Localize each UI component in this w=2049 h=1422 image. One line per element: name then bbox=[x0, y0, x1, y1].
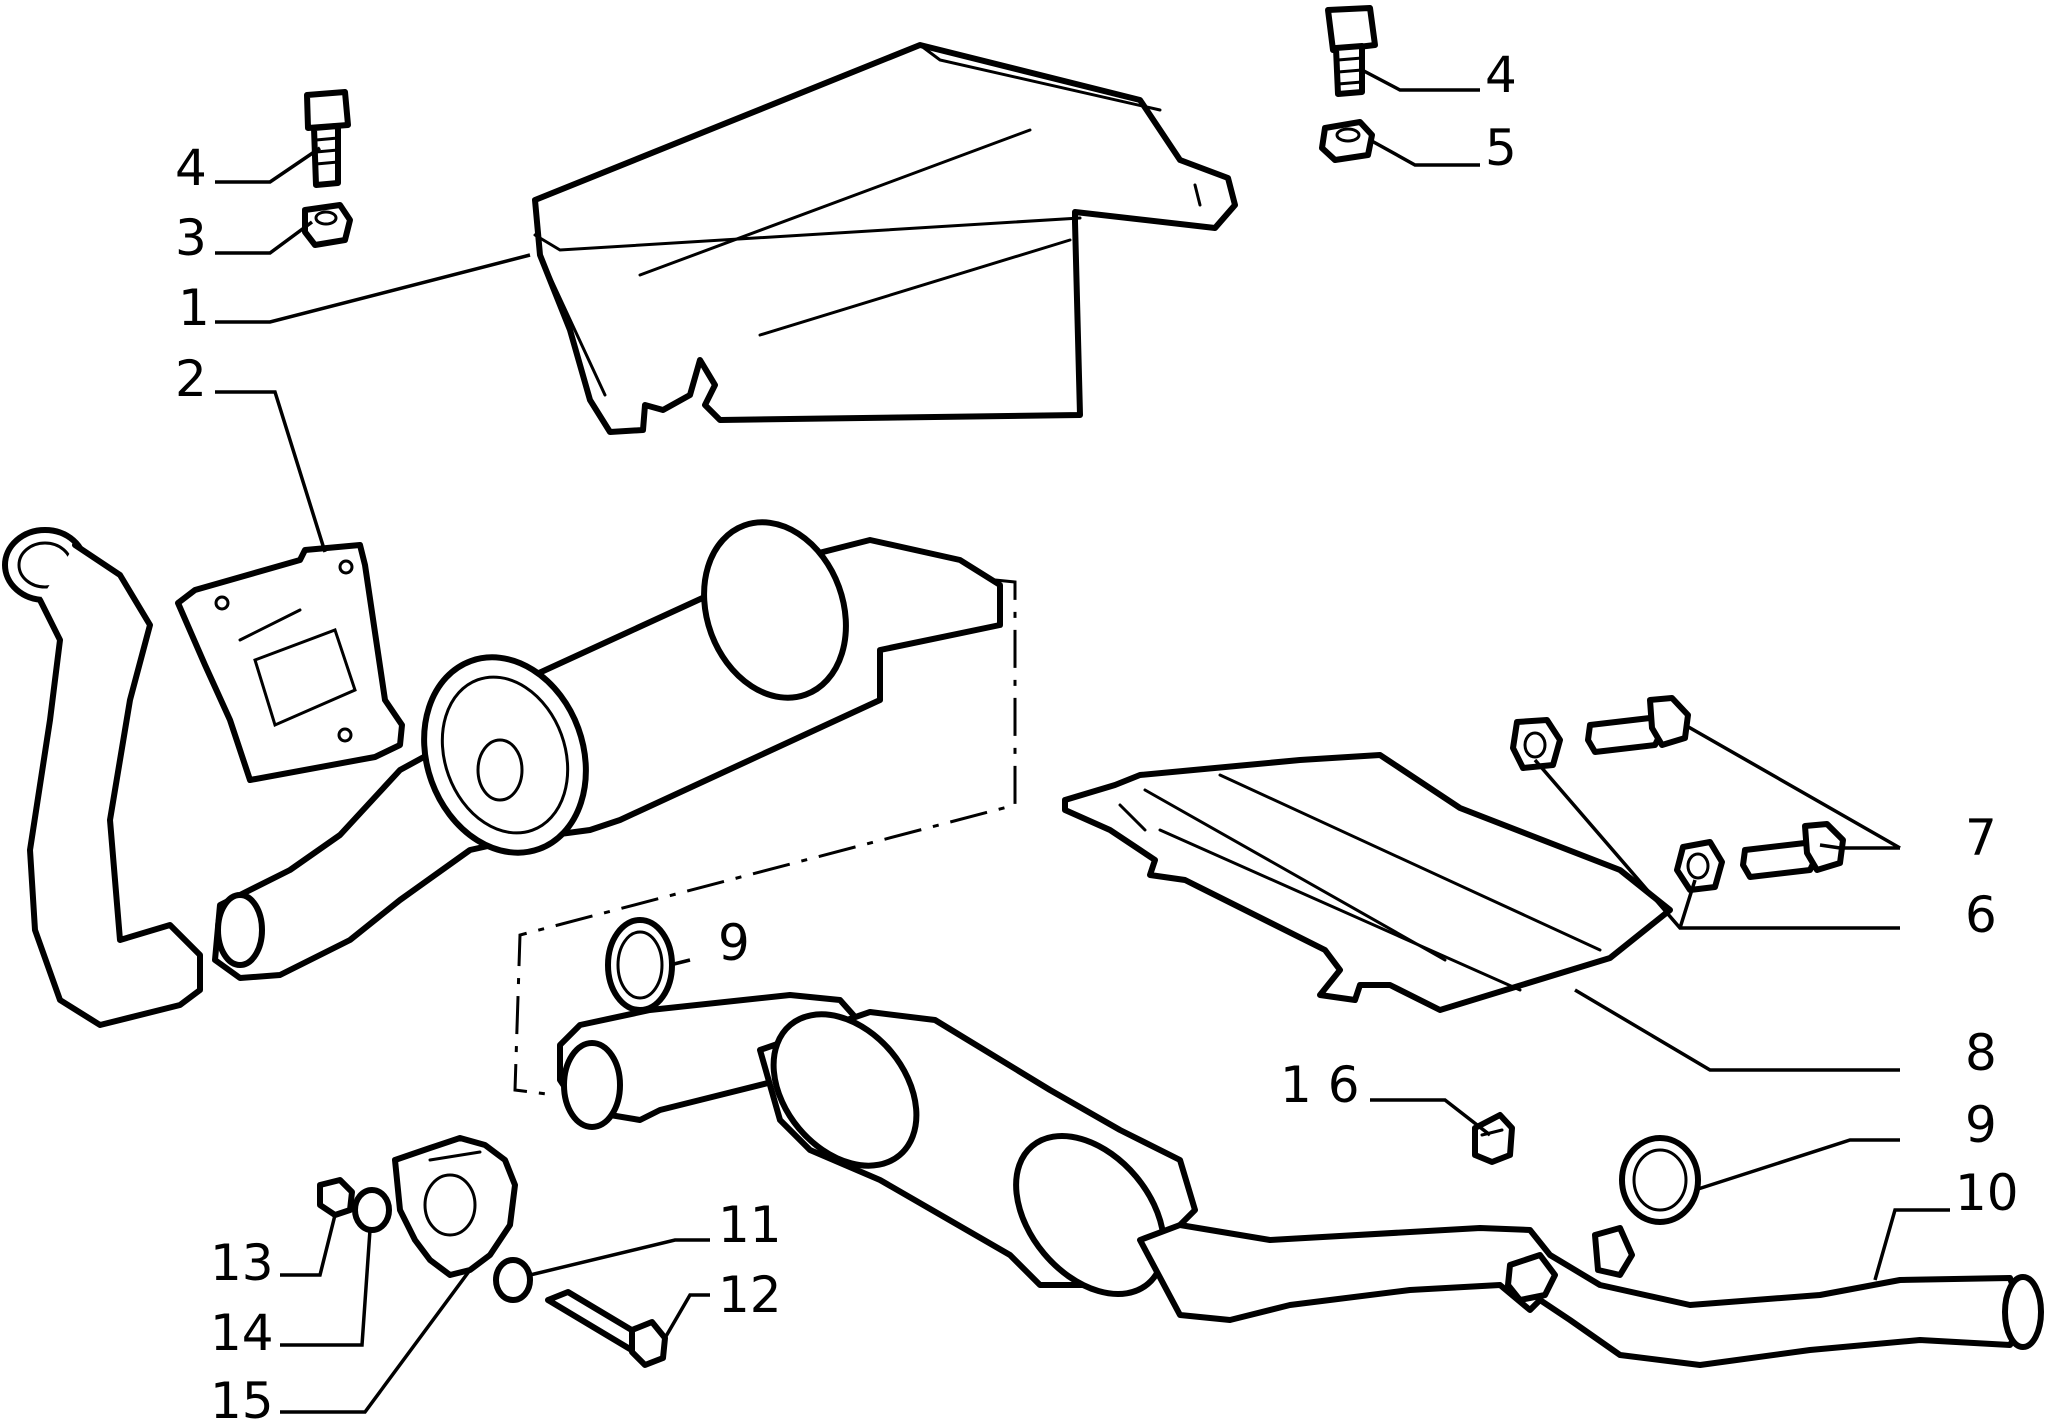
washer-11 bbox=[493, 1257, 533, 1303]
callout-labels: 4 3 1 2 4 5 7 6 8 9 9 10 1 6 11 12 13 14… bbox=[175, 46, 2019, 1422]
callout-1: 1 bbox=[178, 279, 210, 337]
callout-8: 8 bbox=[1965, 1024, 1997, 1082]
gasket-right bbox=[1619, 1135, 1701, 1225]
callout-3: 3 bbox=[175, 209, 207, 267]
front-pipe bbox=[2, 527, 203, 1028]
leader-lines bbox=[215, 68, 1950, 1414]
nut-13 bbox=[317, 1177, 355, 1218]
callout-11: 11 bbox=[718, 1196, 782, 1254]
bolt-left bbox=[304, 89, 351, 188]
callout-6: 6 bbox=[1965, 886, 1997, 944]
washer-14 bbox=[352, 1187, 392, 1233]
nut-right bbox=[1319, 119, 1375, 163]
bolt-12 bbox=[545, 1289, 668, 1368]
bolt-7-lower bbox=[1740, 821, 1846, 880]
callout-4-left: 4 bbox=[175, 139, 207, 197]
callout-14: 14 bbox=[210, 1304, 274, 1362]
rear-silencer bbox=[557, 992, 2044, 1368]
bolt-right bbox=[1325, 5, 1378, 97]
callout-10: 10 bbox=[1955, 1164, 2019, 1222]
callout-16: 1 6 bbox=[1280, 1056, 1360, 1114]
nut-6-upper bbox=[1510, 717, 1563, 771]
callout-4-right: 4 bbox=[1485, 46, 1517, 104]
callout-9-right: 9 bbox=[1965, 1096, 1997, 1154]
callout-9-left: 9 bbox=[718, 914, 750, 972]
connection-line bbox=[513, 578, 1017, 1097]
heat-shield-small bbox=[175, 542, 405, 783]
callout-15: 15 bbox=[210, 1372, 274, 1422]
callout-7: 7 bbox=[1965, 809, 1997, 867]
heat-shield-upper bbox=[532, 42, 1238, 435]
gasket-left bbox=[605, 917, 675, 1013]
heat-shield-lower bbox=[1062, 752, 1673, 1013]
bolt-7-upper bbox=[1585, 695, 1691, 755]
callout-2: 2 bbox=[175, 350, 207, 408]
callout-5: 5 bbox=[1485, 119, 1517, 177]
rubber-mount bbox=[1472, 1112, 1515, 1165]
front-silencer bbox=[212, 519, 1003, 981]
nut-left bbox=[302, 202, 353, 248]
nut-6-lower bbox=[1674, 839, 1725, 893]
clamp bbox=[392, 1135, 518, 1278]
callout-12: 12 bbox=[718, 1266, 782, 1324]
callout-13: 13 bbox=[210, 1234, 274, 1292]
